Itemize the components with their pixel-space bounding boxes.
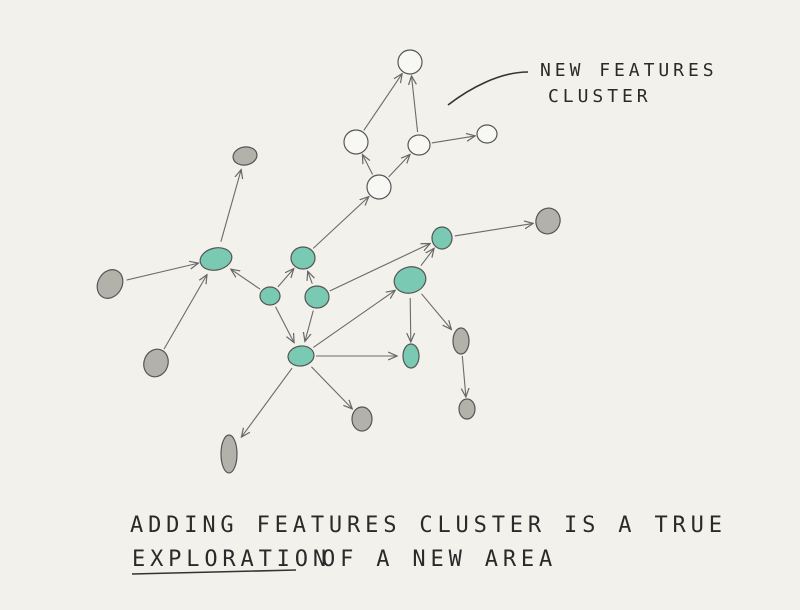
annotation-text-line1: NEW FEATURES [540, 60, 718, 81]
node-unexplored [452, 327, 470, 355]
node-unexplored [220, 434, 238, 474]
edge-arrow [329, 244, 431, 292]
caption-underline [131, 569, 297, 575]
edge-arrow [312, 197, 369, 249]
edge-arrow [220, 170, 241, 242]
node-unexplored [143, 348, 169, 378]
edge-arrow [311, 366, 352, 409]
node-explored [287, 345, 315, 367]
node-new-feature [397, 49, 423, 75]
edge-arrow [126, 263, 199, 281]
edge-arrow [412, 76, 419, 133]
node-unexplored [351, 406, 373, 432]
node-explored [402, 343, 420, 369]
node-explored [304, 285, 330, 309]
edge-arrow [431, 136, 475, 144]
node-unexplored [458, 398, 476, 420]
caption-exploration-word: EXPLORATION [132, 547, 331, 572]
node-explored [259, 286, 281, 306]
edge-arrow [388, 154, 410, 178]
edge-arrow [308, 271, 313, 284]
edge-arrow [362, 155, 374, 175]
edge-arrow [277, 269, 294, 288]
caption-line2-rest: OF A NEW AREA [322, 547, 557, 572]
edge-arrow [421, 293, 452, 330]
node-explored [393, 266, 427, 294]
node-unexplored [535, 207, 561, 235]
node-new-feature [407, 134, 431, 156]
annotation-text-line2: CLUSTER [548, 86, 652, 107]
graph-nodes [96, 49, 561, 474]
edge-arrow [241, 367, 293, 437]
node-explored [431, 226, 453, 250]
edge-arrow [275, 306, 295, 343]
edge-arrow [420, 248, 434, 267]
edge-arrow [312, 290, 395, 348]
edge-arrow [363, 74, 402, 131]
node-explored [290, 246, 316, 270]
node-new-feature [476, 124, 498, 144]
edge-arrow [163, 275, 207, 350]
node-new-feature [366, 174, 392, 200]
node-new-feature [343, 129, 369, 155]
annotation-pointer-line [447, 71, 529, 106]
edge-arrow [410, 297, 411, 342]
graph-edges [126, 74, 534, 438]
edge-arrow [462, 355, 466, 397]
node-explored [199, 247, 233, 271]
edge-arrow [454, 223, 533, 237]
edge-arrow [305, 310, 314, 342]
caption-line1: ADDING FEATURES CLUSTER IS A TRUE [130, 513, 727, 538]
edge-arrow [231, 269, 261, 290]
node-unexplored [96, 269, 124, 299]
node-unexplored [232, 146, 258, 166]
